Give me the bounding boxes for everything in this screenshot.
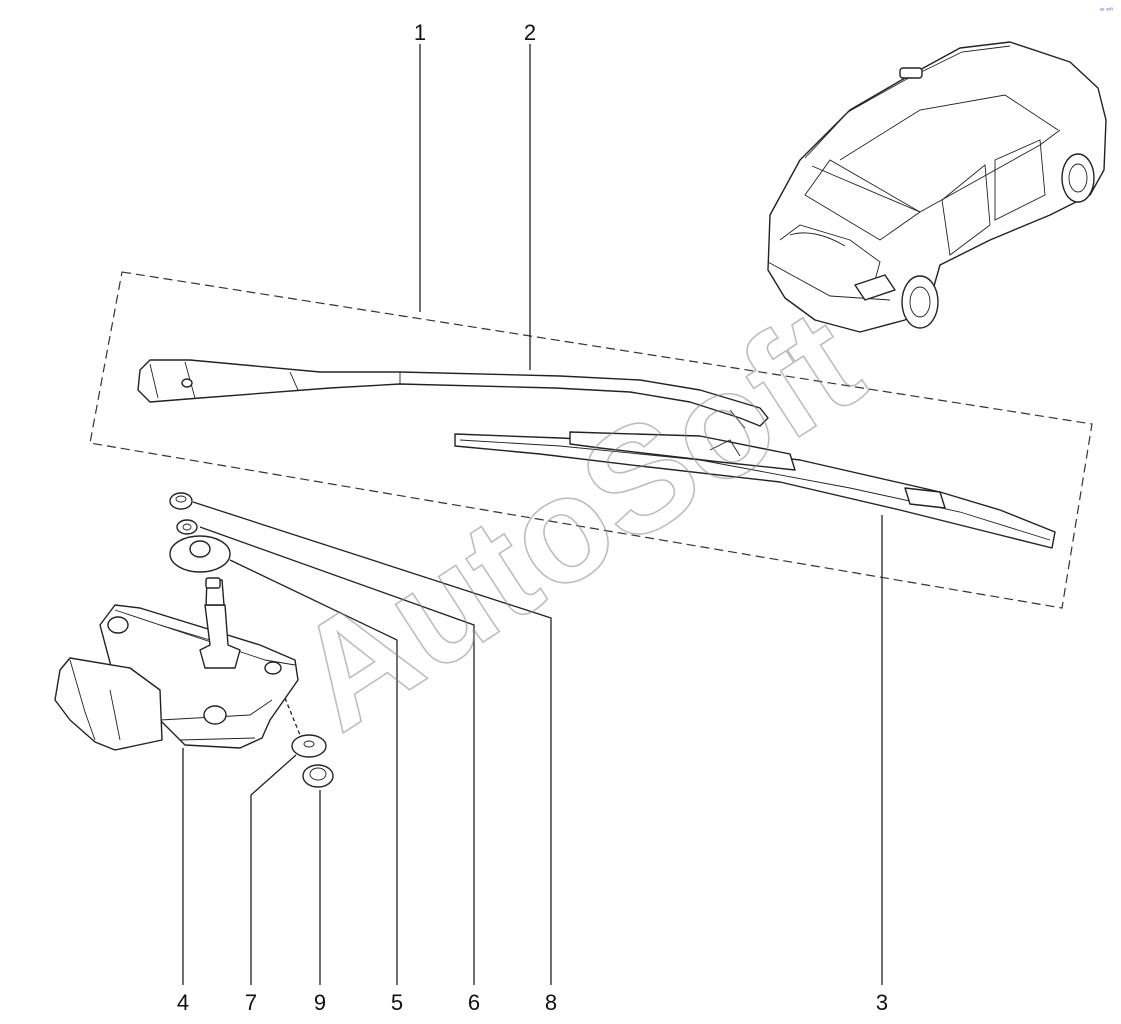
wiper-motor <box>54 577 299 751</box>
bolt-axis-line <box>284 697 301 736</box>
corner-mark: ᵃˢ ˢᵒᶠᵗ <box>1100 7 1114 14</box>
washer-6 <box>176 519 198 535</box>
callout-9: 9 <box>314 990 326 1015</box>
wiper-blade <box>454 431 1056 549</box>
nut-9 <box>302 764 334 788</box>
nut-8 <box>169 492 193 510</box>
callout-1: 1 <box>414 20 426 45</box>
callout-5: 5 <box>391 990 403 1015</box>
watermark: AutoSoft <box>266 276 888 762</box>
callout-2: 2 <box>524 20 536 45</box>
wiper-arm <box>137 359 769 429</box>
callout-4: 4 <box>177 990 189 1015</box>
seal-5 <box>169 535 231 573</box>
callout-3: 3 <box>876 990 888 1015</box>
callout-7: 7 <box>245 990 257 1015</box>
car-illustration <box>767 41 1107 333</box>
leader-lines <box>182 44 883 985</box>
assembly-outline <box>89 271 1093 609</box>
callout-6: 6 <box>468 990 480 1015</box>
callout-8: 8 <box>545 990 557 1015</box>
washer-7 <box>291 734 327 758</box>
